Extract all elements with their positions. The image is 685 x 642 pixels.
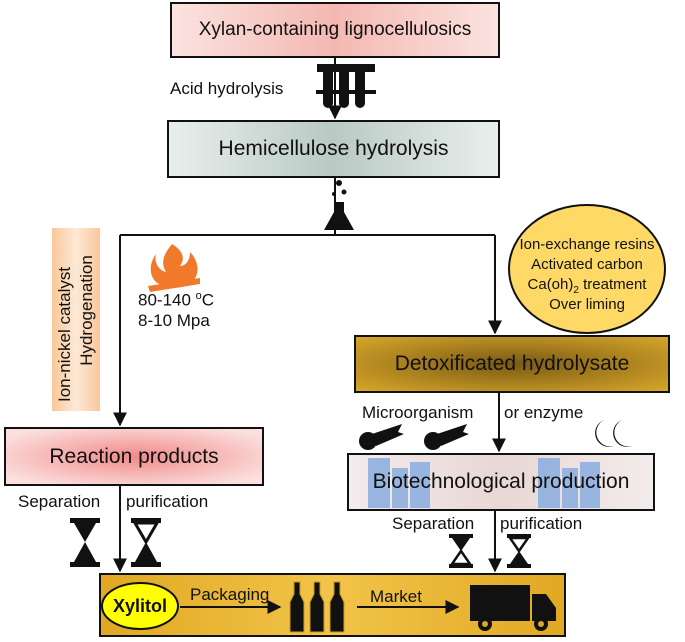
xylitol-label: Xylitol — [112, 596, 167, 616]
hemicellulose-label: Hemicellulose hydrolysis — [218, 137, 449, 160]
treatment-line-2: Activated carbon — [531, 256, 643, 273]
acid-hydrolysis-label: Acid hydrolysis — [170, 79, 284, 98]
treatment-line-3-sub: 2 — [573, 285, 579, 296]
purification-left-label: purification — [126, 492, 209, 511]
treatment-line-1: Ion-exchange resins — [519, 236, 655, 253]
detoxificated-label: Detoxificated hydrolysate — [394, 352, 630, 375]
biotech-label: Biotechnological production — [372, 470, 630, 493]
treatment-ellipse — [508, 204, 666, 334]
flask-icon — [324, 180, 354, 230]
catalyst-label: Ion-nickel catalyst — [55, 266, 74, 402]
reaction-products-label: Reaction products — [49, 445, 219, 468]
building-icon — [368, 458, 600, 508]
treatment-line-3-pre: Ca(oh) — [527, 276, 574, 293]
temperature-value: 80-140 — [138, 290, 191, 310]
moon-icon — [507, 420, 632, 447]
temperature-label: 80-140 oC — [138, 291, 214, 309]
treatment-line-3: Ca(oh)2 treatment — [509, 277, 665, 296]
packaging-label: Packaging — [190, 585, 270, 604]
xylan-box — [170, 2, 500, 58]
hourglass-icon — [70, 518, 100, 567]
separation-right-label: Separation — [392, 514, 475, 533]
or-enzyme-label: or enzyme — [504, 403, 584, 422]
test-tubes-icon — [316, 64, 376, 108]
xylan-label: Xylan-containing lignocellulosics — [198, 19, 472, 40]
truck-icon — [470, 585, 556, 631]
hourglass-icon — [449, 534, 473, 568]
market-label: Market — [370, 587, 422, 606]
microorganism-label: Microorganism — [362, 403, 474, 422]
temperature-unit: C — [201, 290, 215, 310]
temperature-degree: o — [195, 290, 202, 302]
xylitol-ellipse — [101, 582, 179, 630]
treatment-line-4: Over liming — [549, 296, 625, 313]
comet-icon — [359, 424, 469, 450]
hemicellulose-box — [167, 120, 500, 178]
hourglass-icon — [131, 518, 161, 567]
hydrogenation-label: Hydrogenation — [77, 255, 96, 366]
treatment-line-3-post: treatment — [578, 276, 647, 293]
flame-icon — [148, 244, 200, 292]
purification-right-label: purification — [500, 514, 583, 533]
bottle-icon — [289, 581, 345, 633]
detoxificated-box — [354, 335, 670, 393]
hourglass-icon — [507, 534, 531, 568]
catalyst-band — [52, 228, 100, 411]
pressure-label: 8-10 Mpa — [138, 311, 210, 330]
reaction-products-box — [4, 427, 264, 486]
separation-left-label: Separation — [18, 492, 101, 511]
